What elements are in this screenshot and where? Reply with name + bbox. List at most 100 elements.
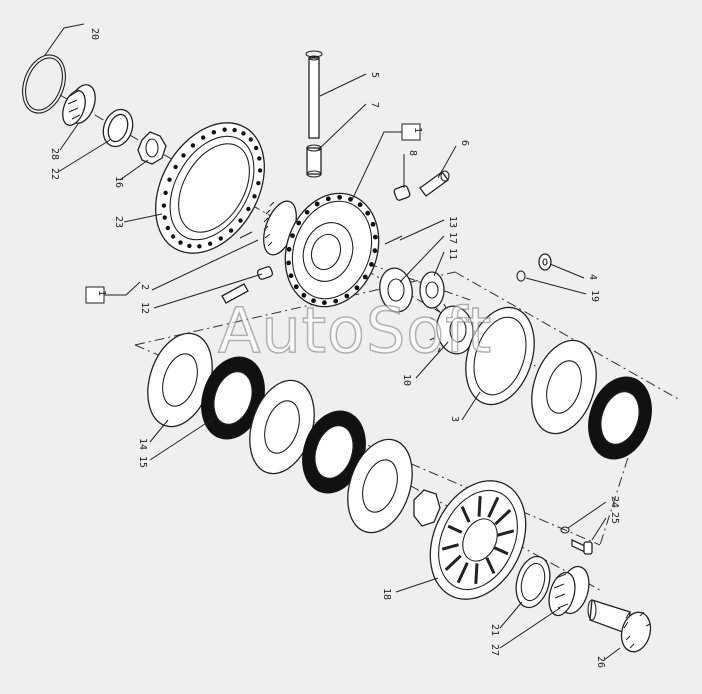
bolt-hole xyxy=(228,228,234,233)
callout-labels: 20 28 22 16 23 5 7 1 8 6 13 17 11 4 19 1… xyxy=(49,28,620,668)
bolt-hole xyxy=(373,234,378,240)
bolt-hole xyxy=(372,248,378,254)
callout-3: 3 xyxy=(449,416,460,422)
callout-18: 18 xyxy=(381,588,392,600)
watermark-text: AutoSoft xyxy=(218,294,492,367)
bolt-hole xyxy=(288,273,294,279)
bearing-part xyxy=(62,84,96,126)
callout-21: 21 xyxy=(489,624,500,636)
bolt-hole xyxy=(290,233,295,239)
callout-1a: 1 xyxy=(412,127,423,133)
bolt-hole xyxy=(232,127,237,133)
bolt-hole xyxy=(311,298,316,304)
bolt-hole xyxy=(369,262,374,267)
bolt-hole xyxy=(254,145,259,151)
lock-plate-part xyxy=(137,131,167,165)
plate-spoke xyxy=(494,509,512,526)
callout-23: 23 xyxy=(113,216,124,228)
ring-gear-part xyxy=(155,122,265,254)
bolt-hole xyxy=(256,181,261,186)
callout-7: 7 xyxy=(369,102,380,108)
bolt-hole xyxy=(286,260,291,266)
bolt-hole xyxy=(211,130,217,135)
bolt-hole xyxy=(162,215,167,220)
plate-spoke xyxy=(493,546,509,556)
bolt-hole xyxy=(246,206,251,212)
plate-spoke xyxy=(456,562,469,584)
callout-19: 19 xyxy=(589,290,600,302)
plate-spoke xyxy=(485,557,496,575)
callout-27: 27 xyxy=(489,644,500,656)
thrust-washers-part xyxy=(516,253,552,282)
clutch-pack-part xyxy=(147,306,652,534)
bolt-hole xyxy=(337,194,342,200)
callout-28: 28 xyxy=(49,148,60,160)
bolt-hole xyxy=(222,127,227,132)
bolt-hole xyxy=(348,196,353,202)
callout-6: 6 xyxy=(459,140,470,146)
bolt-hole xyxy=(207,241,213,246)
bolt-hole xyxy=(325,196,331,202)
bolt-hole xyxy=(293,284,299,290)
pressure-plate-part xyxy=(429,480,527,600)
bolt-hole xyxy=(362,274,368,280)
callout-22a: 22 xyxy=(49,168,60,180)
bolt-hole xyxy=(322,300,327,306)
plate-spoke xyxy=(497,529,515,537)
bolt-hole xyxy=(314,201,320,207)
bolt-hole xyxy=(167,177,172,182)
bolt-hole xyxy=(163,190,168,195)
callout-5: 5 xyxy=(369,72,380,78)
bolt-hole xyxy=(365,210,371,216)
callout-11: 11 xyxy=(447,248,458,260)
plate-spoke xyxy=(487,496,500,518)
output-bearing-part xyxy=(515,555,590,617)
bolt-hole xyxy=(304,209,310,215)
bolt-hole xyxy=(178,240,183,245)
callout-1b: 1 xyxy=(96,290,107,296)
plate-spoke xyxy=(444,554,462,571)
plate-spoke xyxy=(441,543,459,551)
callout-15: 15 xyxy=(137,456,148,468)
snap-ring-part xyxy=(22,54,66,114)
callout-17: 17 xyxy=(447,232,458,244)
callout-2: 2 xyxy=(139,284,150,290)
plate-spoke xyxy=(474,563,479,584)
bolt-hole xyxy=(190,143,196,148)
bolt-hole xyxy=(218,236,223,241)
callout-8: 8 xyxy=(407,150,418,156)
callout-14: 14 xyxy=(137,438,148,450)
bolt-hole xyxy=(238,218,243,223)
bolt-hole xyxy=(173,164,178,170)
cross-shaft-part xyxy=(305,50,323,178)
callout-10: 10 xyxy=(401,374,412,386)
bolt-hole xyxy=(165,225,170,231)
bolt-hole xyxy=(197,244,202,249)
bolt-hole xyxy=(370,221,376,227)
bolt-hole xyxy=(257,156,262,161)
bolt-hole xyxy=(171,234,176,239)
callout-13: 13 xyxy=(447,216,458,228)
callout-12: 12 xyxy=(139,302,150,314)
bolt-hole xyxy=(344,293,350,299)
differential-case-part xyxy=(263,192,380,308)
callout-25: 25 xyxy=(609,512,620,524)
side-gears-part xyxy=(379,267,474,355)
bolt-hole xyxy=(286,246,292,252)
bolt-hole xyxy=(181,153,186,158)
plate-spoke xyxy=(460,505,471,523)
bolt-hole xyxy=(252,194,257,199)
callout-20: 20 xyxy=(89,28,100,40)
leader-lines xyxy=(44,23,621,661)
callout-24: 24 xyxy=(609,496,620,508)
bolt-hole xyxy=(301,292,307,298)
plate-spoke xyxy=(477,496,482,517)
bolt-hole xyxy=(241,131,246,136)
race-part xyxy=(102,108,134,148)
bolt-hole xyxy=(248,137,253,142)
callout-26: 26 xyxy=(595,656,606,668)
bolt-hole xyxy=(333,298,339,304)
callout-16: 16 xyxy=(113,176,124,188)
plate-spoke xyxy=(447,524,463,534)
